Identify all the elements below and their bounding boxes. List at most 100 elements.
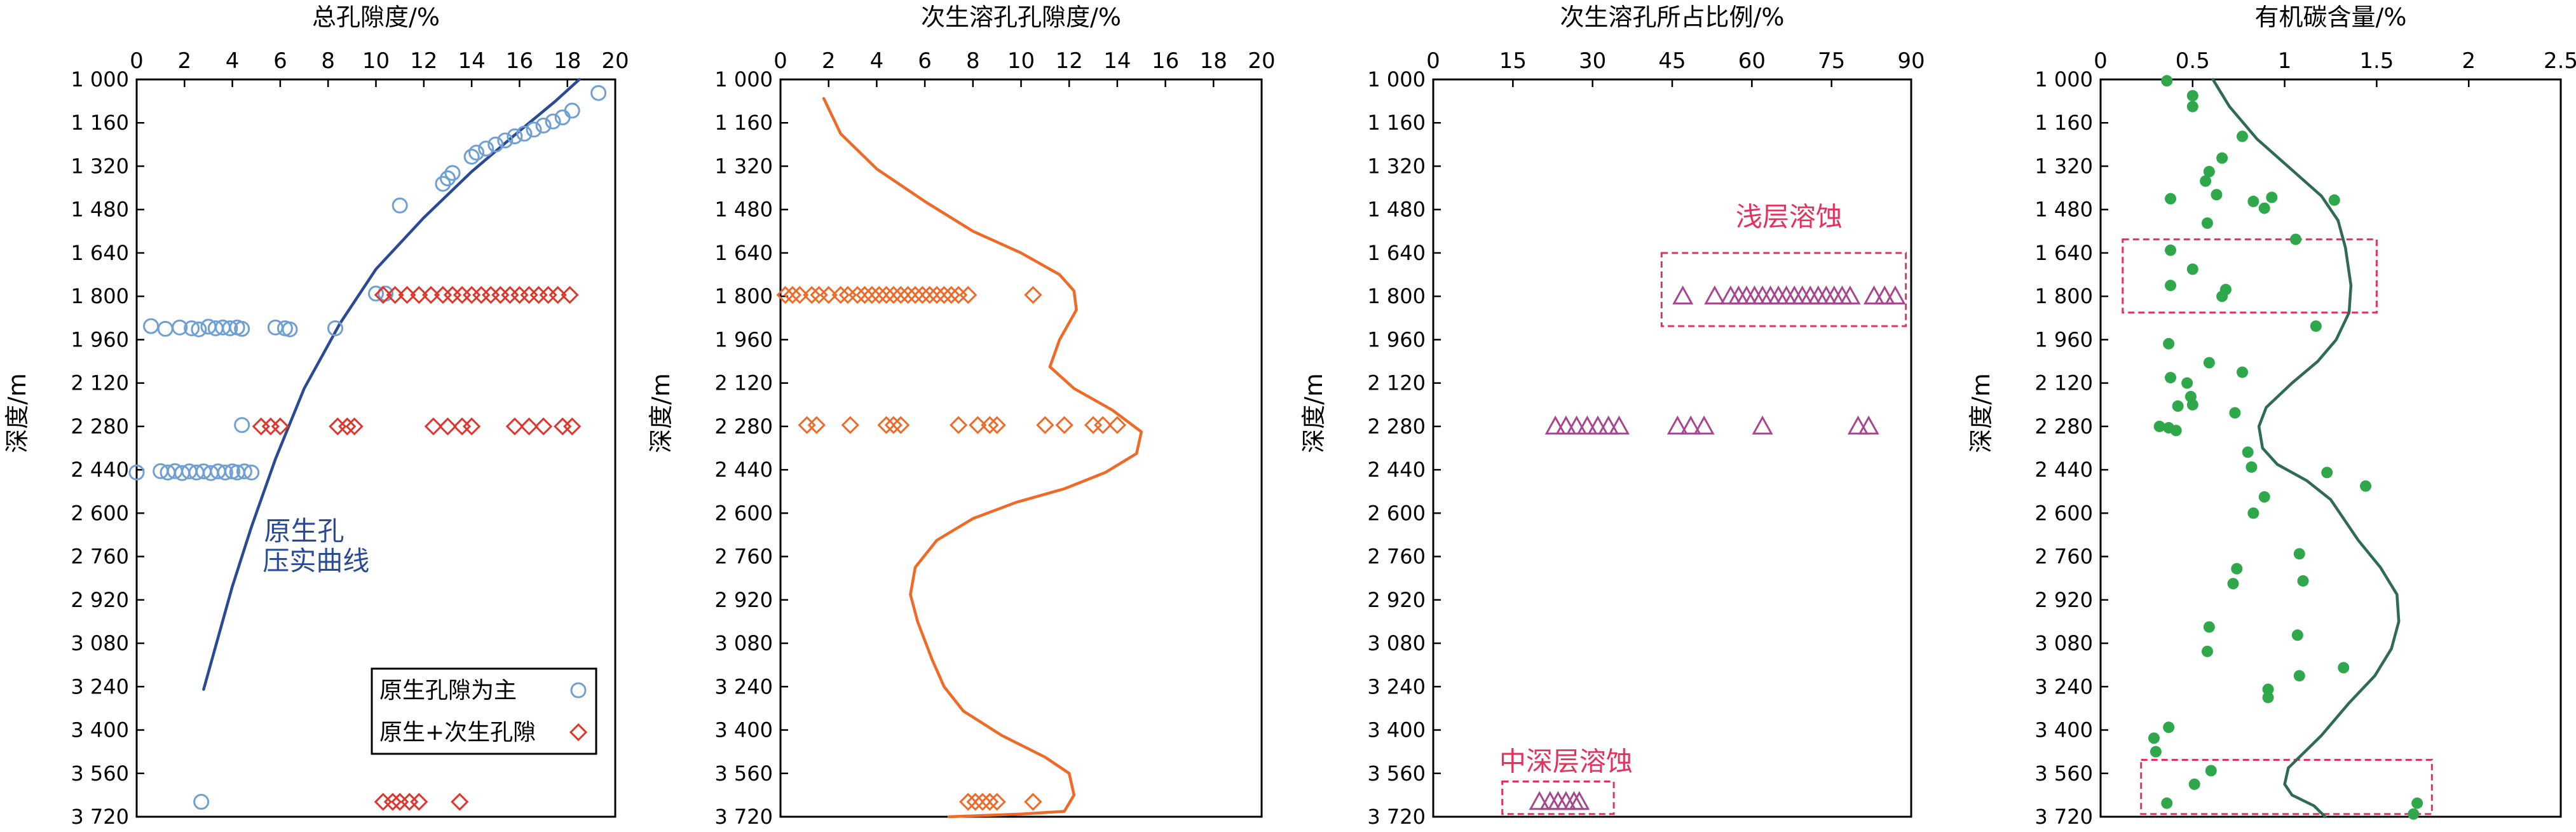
data-point [327, 320, 343, 336]
y-tick-label: 1 480 [71, 198, 129, 222]
data-point [2163, 338, 2175, 350]
data-point [1529, 791, 1550, 810]
data-point [2321, 467, 2333, 479]
y-tick-label: 3 560 [1367, 761, 1426, 786]
data-point [1858, 415, 1879, 435]
data-point [282, 321, 298, 338]
data-point [2245, 461, 2258, 473]
y-tick-label: 3 080 [1367, 631, 1426, 655]
y-tick-label: 1 160 [1367, 111, 1426, 135]
data-point [252, 417, 270, 436]
data-point [2165, 244, 2177, 256]
data-point [807, 416, 826, 434]
data-point [1555, 415, 1577, 435]
x-tick-label: 10 [362, 48, 390, 74]
legend-label: 原生+次生孔隙 [379, 719, 536, 746]
y-tick-label: 2 120 [2034, 371, 2093, 395]
data-point [2247, 195, 2259, 207]
chart-title: 有机碳含量/% [2255, 3, 2407, 31]
data-point [2186, 90, 2198, 102]
data-point [2227, 578, 2239, 590]
data-point [243, 464, 260, 481]
data-point [2310, 320, 2322, 332]
data-point [1566, 415, 1588, 435]
data-point [1598, 415, 1619, 435]
y-axis-label: 深度/m [3, 373, 31, 453]
data-point [539, 285, 557, 304]
y-tick-label: 1 160 [714, 111, 773, 135]
y-tick-label: 2 120 [1367, 371, 1426, 395]
y-tick-label: 2 280 [71, 414, 129, 439]
data-point [545, 113, 561, 130]
y-tick-label: 3 080 [714, 631, 773, 655]
data-point [516, 125, 533, 142]
data-point [841, 416, 859, 434]
data-point [949, 416, 968, 434]
y-tick-label: 1 640 [1367, 241, 1426, 265]
highlight-box [2140, 758, 2433, 815]
y-tick-label: 1 320 [2034, 154, 2093, 178]
chart-title: 次生溶孔孔隙度/% [921, 3, 1121, 31]
data-point [261, 417, 280, 436]
data-point [563, 417, 582, 436]
y-tick-label: 1 480 [714, 198, 773, 222]
data-point [462, 285, 481, 304]
data-point [1024, 793, 1042, 811]
y-tick-label: 2 280 [1367, 414, 1426, 439]
data-point [497, 132, 514, 149]
annotation-label: 原生孔 [264, 515, 344, 547]
data-point [2328, 194, 2340, 206]
legend-marker [570, 682, 587, 699]
data-point [1608, 415, 1630, 435]
data-point [501, 285, 519, 304]
data-point [877, 416, 896, 434]
data-point [453, 417, 472, 436]
data-point [2200, 175, 2212, 187]
data-point [2258, 491, 2270, 503]
y-tick-label: 1 640 [71, 241, 129, 265]
y-tick-label: 2 280 [2034, 414, 2093, 439]
data-point [2203, 621, 2215, 633]
annotation-label: 压实曲线 [262, 545, 369, 576]
x-tick-label: 2 [822, 48, 836, 74]
data-point [143, 318, 160, 334]
data-point [2408, 808, 2420, 820]
data-point [534, 417, 553, 436]
y-tick-label: 2 760 [1367, 545, 1426, 569]
data-point [444, 165, 461, 181]
data-point [2203, 166, 2215, 177]
data-point [191, 321, 207, 338]
data-point [1544, 415, 1566, 435]
data-point [1576, 415, 1598, 435]
y-tick-label: 1 480 [2034, 198, 2093, 222]
y-tick-label: 1 160 [71, 111, 129, 135]
data-point [803, 285, 821, 304]
data-point [2161, 797, 2173, 809]
data-point [2172, 400, 2184, 412]
data-point [271, 417, 290, 436]
y-tick-label: 2 920 [714, 588, 773, 612]
data-point [410, 793, 428, 811]
data-point [1108, 416, 1127, 434]
data-point [172, 319, 188, 336]
data-point [1693, 415, 1715, 435]
y-tick-label: 3 240 [714, 674, 773, 699]
data-point [2242, 446, 2254, 458]
y-tick-label: 1 000 [714, 67, 773, 92]
data-point [478, 140, 494, 157]
y-tick-label: 1 320 [71, 154, 129, 178]
data-point [2293, 670, 2305, 682]
y-tick-label: 2 440 [714, 458, 773, 482]
data-point [906, 285, 925, 304]
x-tick-label: 60 [1738, 48, 1766, 74]
data-point [1874, 285, 1895, 304]
data-point [776, 285, 794, 304]
x-tick-label: 18 [554, 48, 581, 74]
data-point [1587, 415, 1609, 435]
y-tick-label: 2 600 [2034, 501, 2093, 525]
data-point [862, 285, 881, 304]
x-tick-label: 8 [966, 48, 980, 74]
data-point [392, 197, 408, 214]
